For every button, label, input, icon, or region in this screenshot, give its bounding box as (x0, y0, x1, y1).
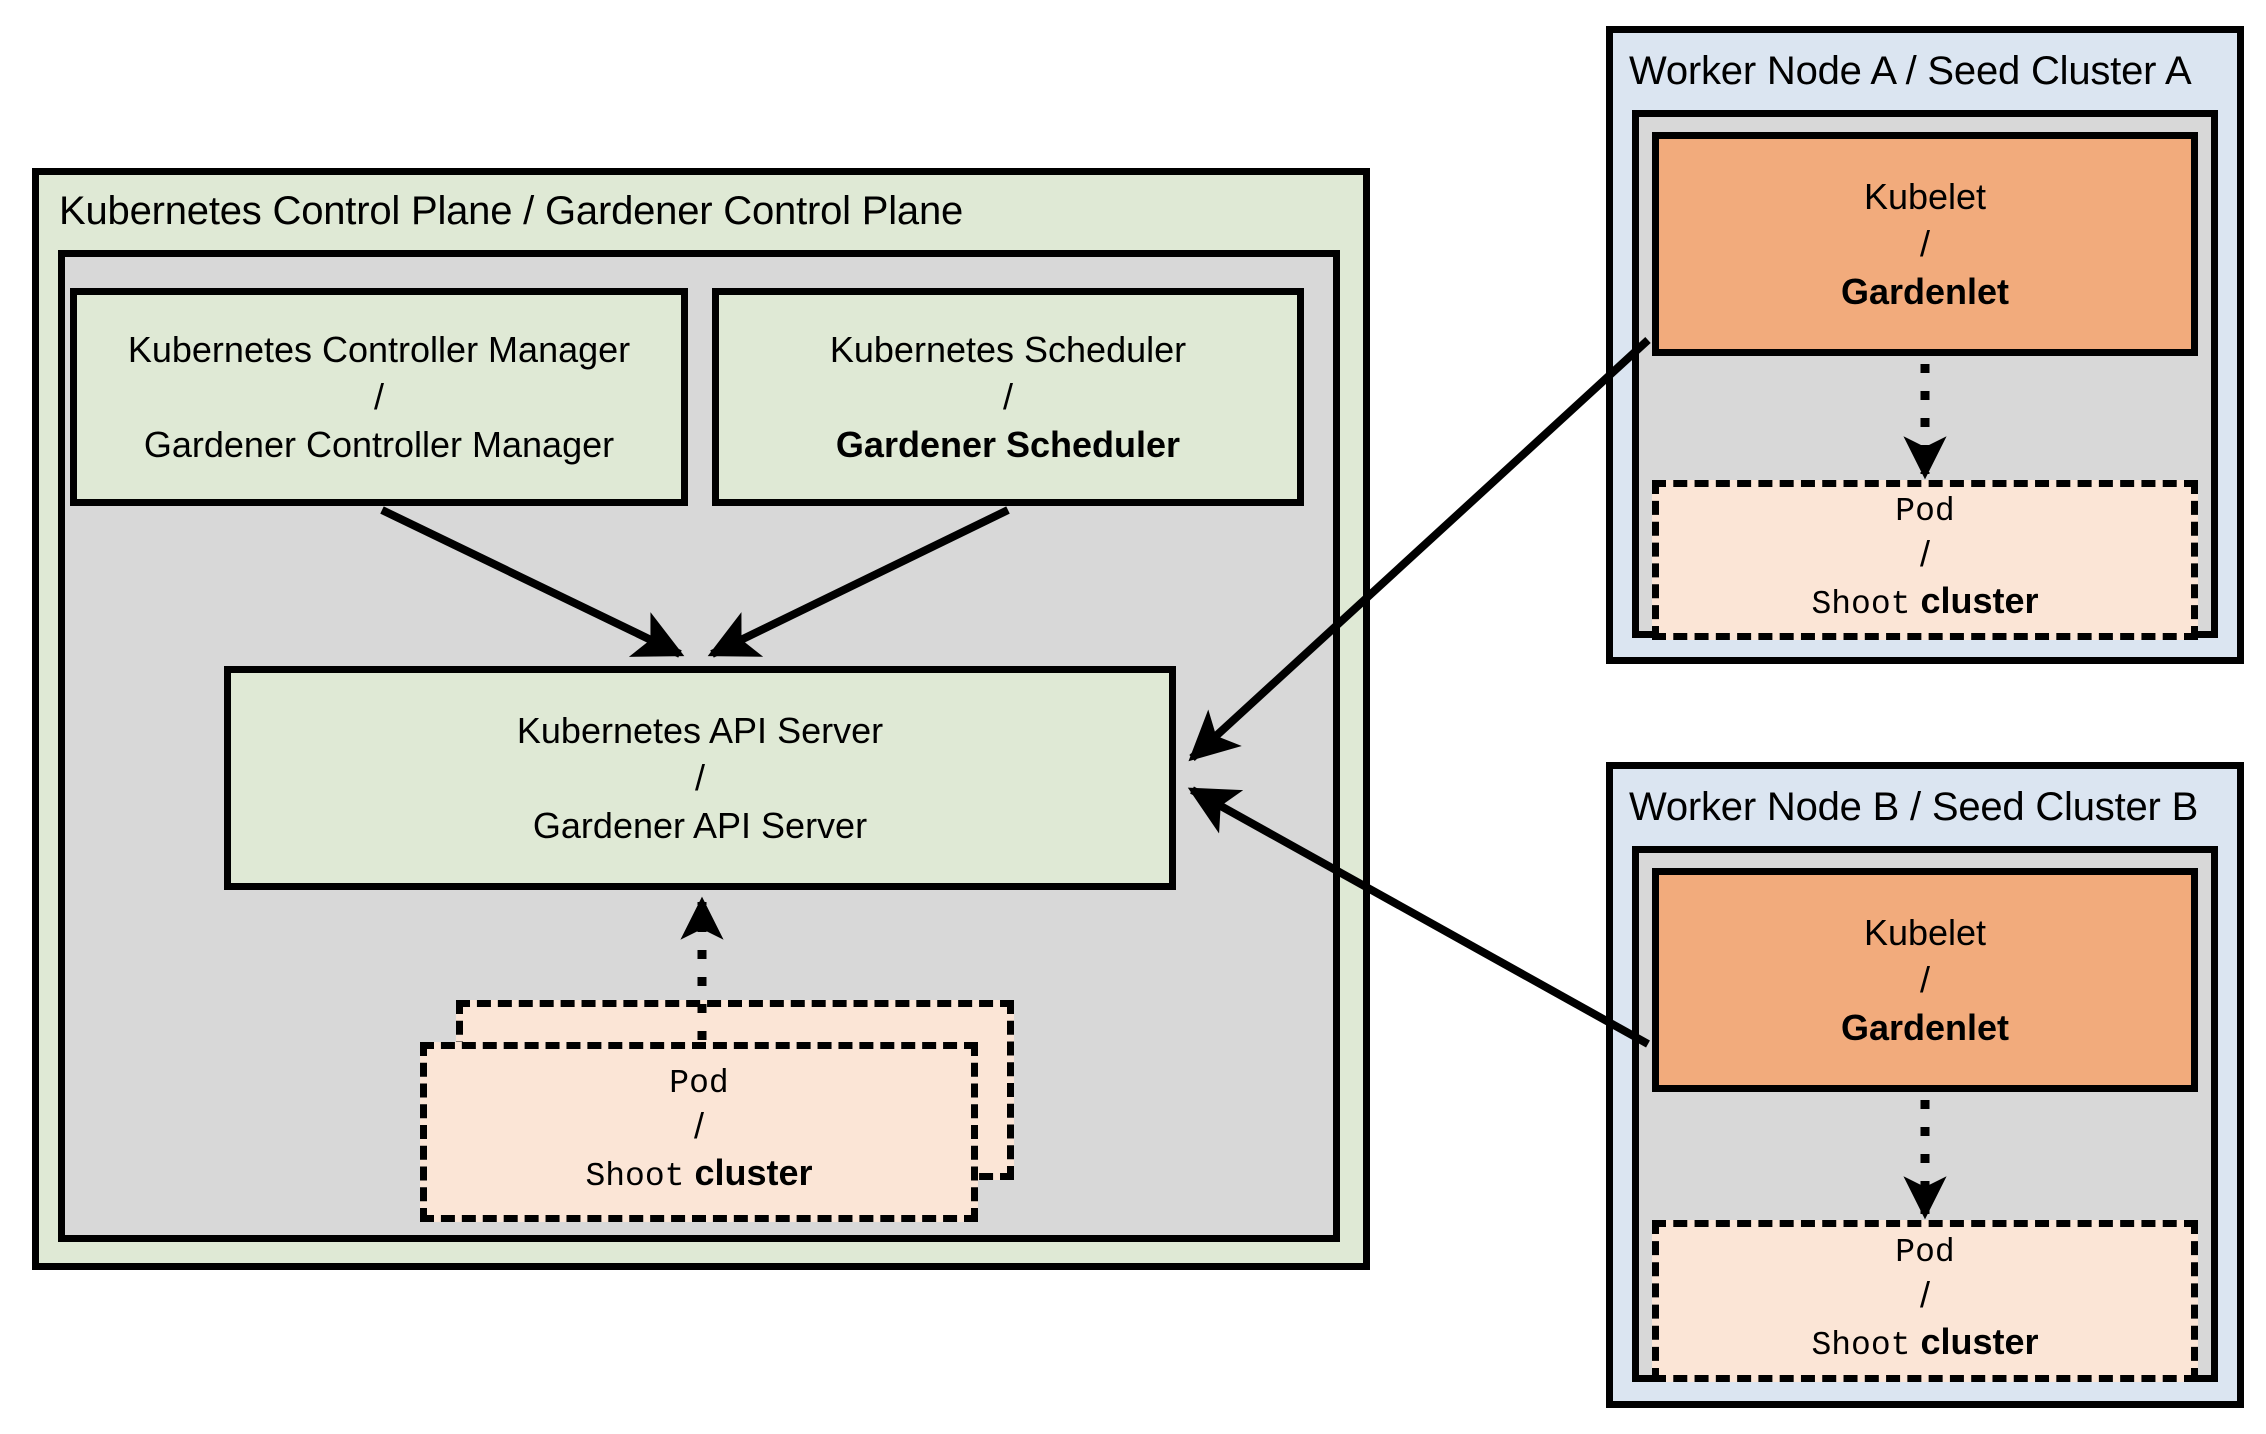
seed-a-pod-line2: Shoot cluster (1811, 577, 2038, 627)
seed-b-kubelet-text: Kubelet / Gardenlet (1659, 875, 2191, 1085)
control-plane-header: Kubernetes Control Plane / Gardener Cont… (59, 189, 964, 233)
seed-b-pod-shoot: Shoot (1811, 1327, 1911, 1365)
control-plane-pod-text: Pod / Shoot cluster (427, 1049, 971, 1215)
scheduler-line2: Gardener Scheduler (835, 423, 1181, 465)
api-server-box[interactable]: Kubernetes API Server / Gardener API Ser… (224, 666, 1176, 890)
seed-b-pod-box[interactable]: Pod / Shoot cluster (1652, 1220, 2198, 1382)
seed-b-pod-cluster: cluster (1920, 1321, 2039, 1363)
api-server-line1: Kubernetes API Server (516, 709, 884, 751)
seed-b-pod-line2: Shoot cluster (1811, 1318, 2038, 1368)
seed-a-pod-box[interactable]: Pod / Shoot cluster (1652, 480, 2198, 640)
seed-a-pod-cluster: cluster (1920, 580, 2039, 622)
seed-b-kubelet-line1: Kubelet (1863, 911, 1987, 953)
seed-a-pod-separator: / (1919, 532, 1930, 574)
seed-b-pod-separator: / (1919, 1273, 1930, 1315)
api-server-text: Kubernetes API Server / Gardener API Ser… (231, 673, 1169, 883)
control-plane-pod-box[interactable]: Pod / Shoot cluster (420, 1042, 978, 1222)
seed-a-kubelet-line1: Kubelet (1863, 175, 1987, 217)
scheduler-line1: Kubernetes Scheduler (829, 328, 1187, 370)
seed-b-header: Worker Node B / Seed Cluster B (1629, 785, 2199, 829)
seed-a-kubelet-box[interactable]: Kubelet / Gardenlet (1652, 132, 2198, 356)
controller-manager-separator: / (373, 376, 384, 418)
control-plane-pod-shoot: Shoot (585, 1158, 685, 1196)
api-server-separator: / (694, 757, 705, 799)
seed-a-kubelet-line2: Gardenlet (1840, 270, 2010, 312)
api-server-line2: Gardener API Server (532, 804, 868, 846)
scheduler-box[interactable]: Kubernetes Scheduler / Gardener Schedule… (712, 288, 1304, 506)
scheduler-text: Kubernetes Scheduler / Gardener Schedule… (719, 295, 1297, 499)
control-plane-pod-cluster: cluster (694, 1152, 813, 1194)
control-plane-pod-line1: Pod (669, 1064, 729, 1102)
controller-manager-line1: Kubernetes Controller Manager (127, 328, 631, 370)
seed-b-pod-text: Pod / Shoot cluster (1659, 1227, 2191, 1375)
controller-manager-box[interactable]: Kubernetes Controller Manager / Gardener… (70, 288, 688, 506)
seed-b-kubelet-line2: Gardenlet (1840, 1006, 2010, 1048)
seed-b-pod-line1: Pod (1895, 1233, 1955, 1271)
scheduler-separator: / (1002, 376, 1013, 418)
seed-b-kubelet-separator: / (1919, 959, 1930, 1001)
seed-b-kubelet-box[interactable]: Kubelet / Gardenlet (1652, 868, 2198, 1092)
seed-a-kubelet-text: Kubelet / Gardenlet (1659, 139, 2191, 349)
control-plane-pod-separator: / (693, 1104, 704, 1146)
seed-a-pod-shoot: Shoot (1811, 586, 1911, 624)
seed-a-pod-line1: Pod (1895, 492, 1955, 530)
seed-a-pod-text: Pod / Shoot cluster (1659, 487, 2191, 633)
seed-a-header: Worker Node A / Seed Cluster A (1629, 49, 2192, 93)
control-plane-pod-line2: Shoot cluster (585, 1149, 812, 1199)
controller-manager-line2: Gardener Controller Manager (143, 423, 615, 465)
seed-a-kubelet-separator: / (1919, 223, 1930, 265)
controller-manager-text: Kubernetes Controller Manager / Gardener… (77, 295, 681, 499)
